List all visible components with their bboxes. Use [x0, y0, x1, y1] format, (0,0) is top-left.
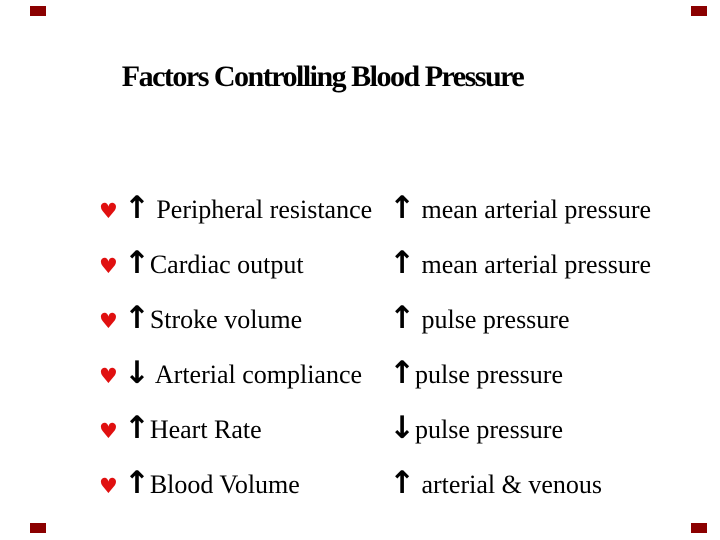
factor-effect: ↑ mean arterial pressure — [389, 190, 652, 226]
heart-icon: ♥ — [99, 474, 118, 498]
factor-cause: ♥↑Heart Rate — [99, 401, 389, 459]
heart-icon: ♥ — [99, 419, 118, 443]
corner-mark — [691, 6, 707, 16]
slide-title: Factors Controlling Blood Pressure — [121, 60, 525, 93]
heart-icon: ♥ — [99, 309, 118, 333]
factor-row: ♥↑ Peripheral resistance↑ mean arterial … — [0, 126, 720, 226]
factor-label: Stroke volume — [149, 305, 303, 334]
factor-label: Cardiac output — [149, 250, 304, 279]
factor-cause: ♥↑Cardiac output — [99, 236, 389, 294]
corner-mark — [30, 523, 46, 533]
factor-label: Blood Volume — [149, 470, 300, 499]
factor-effect: ↓pulse pressure — [389, 410, 563, 446]
factor-cause: ♥↑ Peripheral resistance — [99, 181, 389, 239]
factor-cause: ♥↑Blood Volume — [99, 456, 389, 514]
effect-label: mean arterial pressure — [414, 250, 652, 279]
factor-effect: ↑ pulse pressure — [389, 300, 570, 336]
factor-effect: ↑ arterial & venous — [389, 465, 602, 501]
factor-effect: ↑ mean arterial pressure — [389, 245, 652, 281]
heart-icon: ♥ — [99, 254, 118, 278]
up-arrow-icon: ↑ — [389, 190, 415, 226]
factor-cause: ♥↑Stroke volume — [99, 291, 389, 349]
up-arrow-icon: ↑ — [389, 245, 415, 281]
up-arrow-icon: ↑ — [123, 300, 150, 336]
factor-label: Heart Rate — [149, 415, 262, 444]
factor-list: ♥↑ Peripheral resistance↑ mean arterial … — [0, 126, 720, 501]
effect-label: pulse pressure — [414, 360, 563, 389]
factor-row: ♥↑Blood Volume↑ arterial & venous — [0, 401, 720, 501]
factor-row: ♥↑Heart Rate↓pulse pressure — [0, 346, 720, 446]
down-arrow-icon: ↓ — [123, 355, 150, 391]
up-arrow-icon: ↑ — [123, 245, 150, 281]
corner-mark — [30, 6, 46, 16]
up-arrow-icon: ↑ — [389, 465, 415, 501]
factor-effect: ↑pulse pressure — [389, 355, 563, 391]
factor-row: ♥↑Stroke volume↑ pulse pressure — [0, 236, 720, 336]
factor-label: Arterial compliance — [149, 360, 363, 389]
up-arrow-icon: ↑ — [123, 410, 150, 446]
factor-row: ♥↑Cardiac output↑ mean arterial pressure — [0, 181, 720, 281]
heart-icon: ♥ — [99, 199, 118, 223]
heart-icon: ♥ — [99, 364, 118, 388]
up-arrow-icon: ↑ — [389, 300, 415, 336]
up-arrow-icon: ↑ — [123, 465, 150, 501]
corner-mark — [691, 523, 707, 533]
effect-label: pulse pressure — [414, 305, 570, 334]
down-arrow-icon: ↓ — [389, 410, 415, 446]
effect-label: mean arterial pressure — [414, 195, 652, 224]
effect-label: pulse pressure — [414, 415, 563, 444]
factor-row: ♥↓ Arterial compliance↑pulse pressure — [0, 291, 720, 391]
factor-cause: ♥↓ Arterial compliance — [99, 346, 389, 404]
up-arrow-icon: ↑ — [389, 355, 415, 391]
effect-label: arterial & venous — [414, 470, 602, 499]
factor-label: Peripheral resistance — [149, 195, 373, 224]
up-arrow-icon: ↑ — [123, 190, 150, 226]
